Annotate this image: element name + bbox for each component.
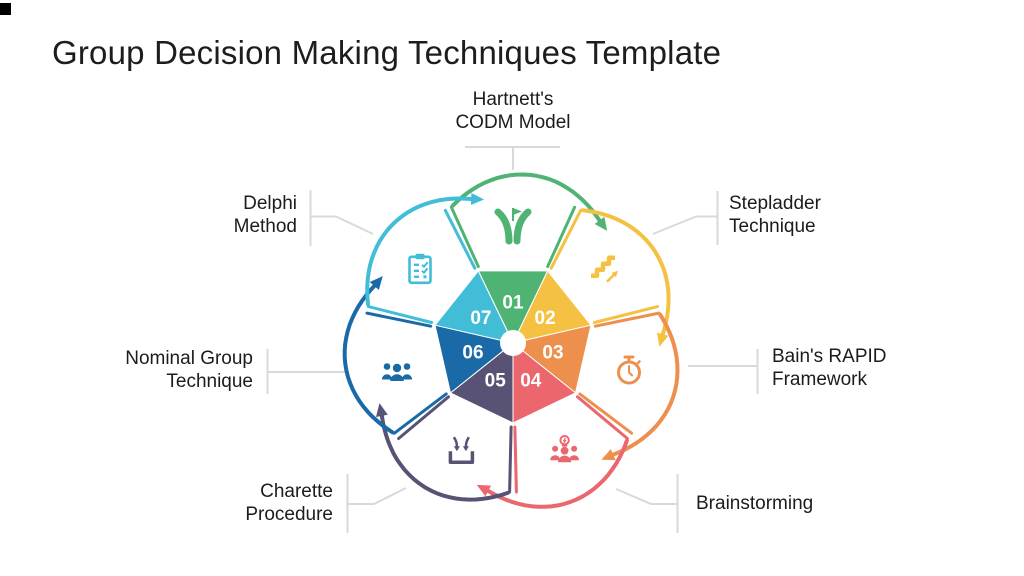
- arrowhead-icon: [594, 216, 608, 231]
- label-stepladder: Stepladder Technique: [729, 193, 821, 237]
- connector-nominal-group: [266, 349, 348, 394]
- label-delphi: Delphi Method: [233, 193, 297, 237]
- petal-edge: [397, 395, 450, 440]
- connector-hartnetts: [465, 146, 560, 170]
- segment-07: 07: [365, 192, 514, 344]
- segment-02: 02: [512, 208, 671, 347]
- petal-arc: [611, 312, 680, 457]
- petal-arc: [486, 438, 629, 509]
- segment-06: 06: [342, 276, 514, 435]
- segment-number: 03: [542, 343, 563, 364]
- petal-arc: [365, 196, 474, 307]
- petal-arc: [379, 413, 510, 502]
- petal-edge: [546, 205, 577, 268]
- connector-delphi: [309, 190, 374, 246]
- label-brainstorming: Brainstorming: [696, 493, 814, 514]
- petal-arc: [580, 208, 671, 337]
- segment-number: 01: [502, 293, 524, 314]
- segment-number: 05: [485, 370, 507, 391]
- segment-03: 03: [512, 311, 680, 461]
- arrowhead-icon: [376, 403, 388, 417]
- connector-bains-rapid: [688, 349, 759, 394]
- segment-01: 01: [449, 172, 608, 344]
- stairs-icon: [591, 255, 618, 283]
- petal-edge: [592, 305, 659, 324]
- people-group-icon: [381, 363, 413, 381]
- wedge-07: [434, 270, 514, 344]
- petal-edge: [392, 392, 448, 435]
- connector-charette: [346, 474, 407, 533]
- stopwatch-icon: [617, 355, 641, 385]
- segment-05: 05: [376, 342, 514, 502]
- connector-brainstorming: [615, 474, 679, 533]
- petal-edge: [593, 311, 661, 328]
- petal-arc: [342, 283, 395, 435]
- segment-number: 06: [462, 343, 483, 364]
- label-charette: Charette Procedure: [245, 481, 333, 525]
- arrowhead-icon: [470, 192, 485, 205]
- petal-edge: [365, 311, 433, 328]
- arrowhead-icon: [601, 449, 616, 461]
- fork-road-icon: [494, 208, 532, 245]
- petal-edge: [508, 425, 513, 494]
- label-bains-rapid: Bain's RAPID Framework: [772, 346, 887, 390]
- label-nominal-group: Nominal Group Technique: [125, 348, 253, 392]
- arrowhead-icon: [476, 484, 492, 497]
- petal-edge: [443, 208, 477, 270]
- team-idea-icon: [550, 435, 580, 463]
- tray-collect-icon: [448, 436, 475, 464]
- arrowhead-icon: [656, 332, 669, 347]
- connector-stepladder: [652, 191, 719, 245]
- corner-mark: [0, 3, 11, 15]
- segment-number: 07: [470, 308, 491, 329]
- petal-edge: [578, 392, 634, 435]
- petal-edge: [449, 205, 480, 268]
- segment-number: 02: [535, 308, 556, 329]
- petal-edge: [367, 305, 434, 324]
- petal-edge: [576, 395, 629, 440]
- page-title: Group Decision Making Techniques Templat…: [52, 34, 722, 71]
- arrowhead-icon: [369, 276, 383, 290]
- petal-edge: [513, 425, 518, 494]
- petal-arc: [450, 172, 602, 223]
- center-dot: [500, 330, 526, 356]
- label-hartnetts-codm: Hartnett's CODM Model: [455, 89, 571, 133]
- segment-number: 04: [520, 370, 542, 391]
- clipboard-checklist-icon: [408, 253, 432, 285]
- petal-edge: [549, 208, 583, 270]
